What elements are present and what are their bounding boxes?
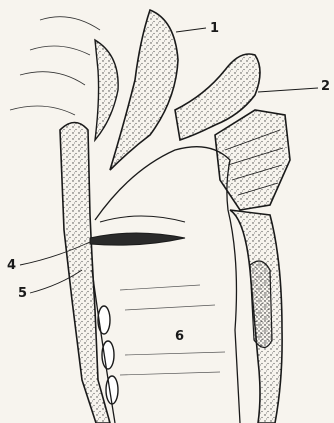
ventricular-fold — [100, 216, 185, 222]
arytenoid-cartilage — [215, 110, 290, 210]
label-2: 2 — [321, 80, 330, 93]
label-1: 1 — [210, 22, 219, 35]
label-4: 4 — [7, 259, 16, 272]
background-strokes — [10, 17, 100, 115]
cricoid-inner-oval — [250, 261, 272, 348]
hyoid-fold — [95, 40, 118, 140]
label-5: 5 — [18, 287, 27, 300]
vocal-fold — [90, 233, 185, 245]
label-6: 6 — [175, 330, 184, 343]
subglottic-shading — [120, 285, 225, 375]
leader-2 — [258, 88, 318, 92]
leader-1 — [176, 28, 206, 32]
epiglottis — [110, 10, 178, 170]
thyroid-cartilage — [60, 123, 110, 423]
